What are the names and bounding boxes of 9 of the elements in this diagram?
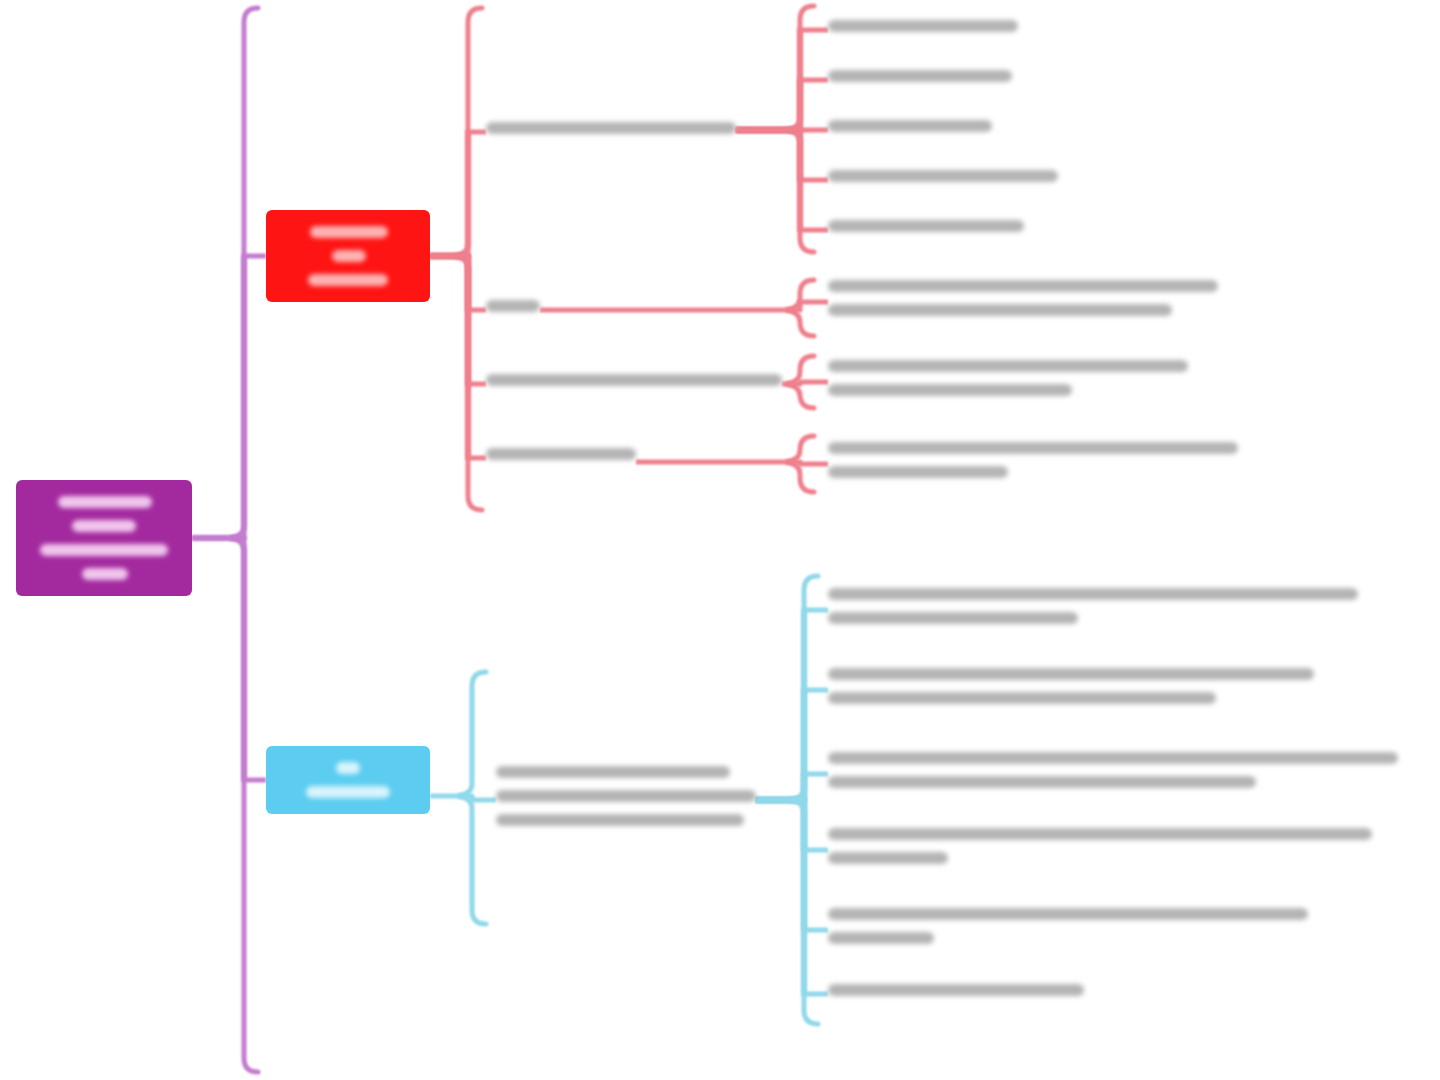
connector-line xyxy=(782,379,828,387)
topic-box xyxy=(16,480,192,596)
connector-line xyxy=(636,459,828,467)
connector-line xyxy=(430,793,496,803)
connector-line xyxy=(430,253,486,461)
topic-box xyxy=(266,210,430,302)
topic-box xyxy=(266,746,430,814)
connector-line xyxy=(192,535,266,783)
connector-line xyxy=(540,299,828,313)
